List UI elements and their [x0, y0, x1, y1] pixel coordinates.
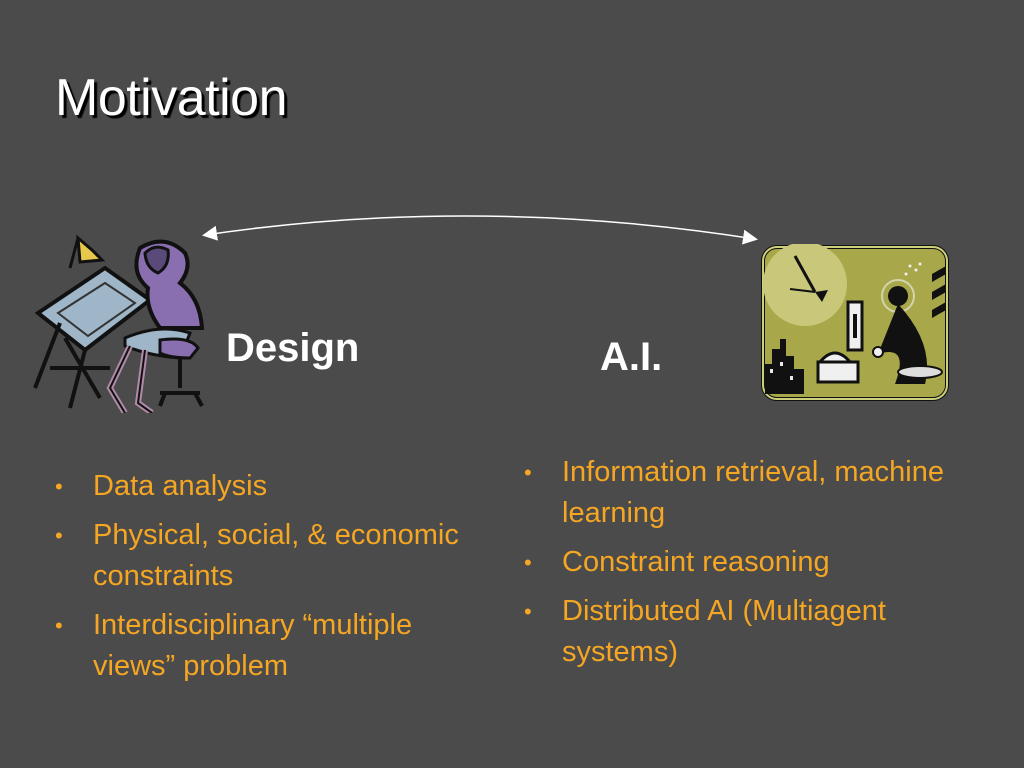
design-bullet-list: • Data analysis • Physical, social, & econ… [55, 466, 495, 695]
ai-bullet-list: • Information retrieval, machine learning… [524, 452, 994, 681]
bullet-glyph: • [55, 523, 63, 548]
slide-title: Motivation [55, 69, 288, 127]
bullet-glyph: • [524, 550, 532, 575]
design-label: Design [226, 326, 360, 370]
bullet-glyph: • [55, 474, 63, 499]
bullet-text: Information retrieval, machine learning [562, 456, 944, 529]
list-item: • Physical, social, & economic constraint… [55, 515, 495, 597]
ai-label: A.I. [600, 335, 663, 379]
bullet-text: Distributed AI (Multiagent systems) [562, 595, 886, 668]
double-arrow-icon [202, 215, 758, 245]
designer-at-drafting-table-icon [33, 234, 205, 413]
bullet-glyph: • [55, 613, 63, 638]
bullet-glyph: • [524, 460, 532, 485]
list-item: • Data analysis [55, 466, 495, 507]
list-item: • Constraint reasoning [524, 542, 994, 583]
bullet-text: Interdisciplinary “multiple views” probl… [93, 609, 413, 682]
bullet-glyph: • [524, 599, 532, 624]
list-item: • Information retrieval, machine learning [524, 452, 994, 534]
list-item: • Distributed AI (Multiagent systems) [524, 591, 994, 673]
laboratory-microscope-icon [761, 244, 949, 401]
list-item: • Interdisciplinary “multiple views” prob… [55, 605, 495, 687]
bullet-text: Physical, social, & economic constraints [93, 519, 459, 592]
bullet-text: Constraint reasoning [562, 546, 830, 578]
bullet-text: Data analysis [93, 470, 268, 502]
